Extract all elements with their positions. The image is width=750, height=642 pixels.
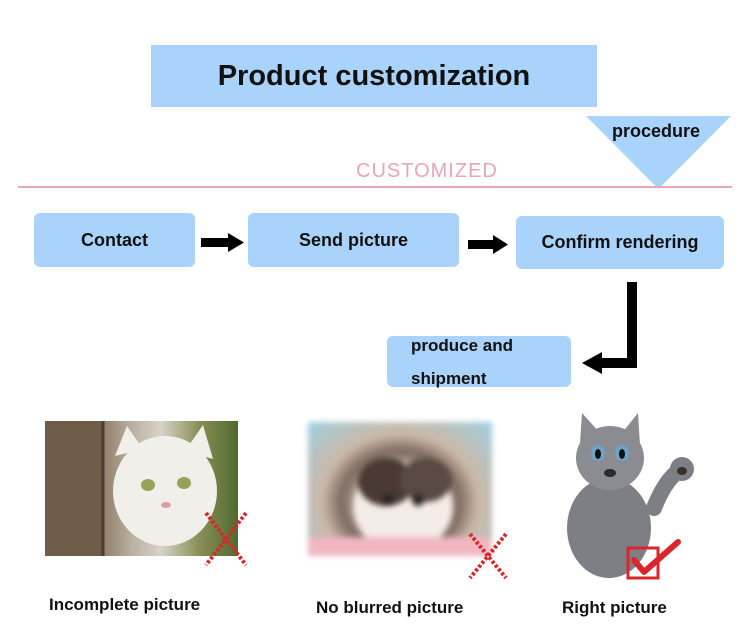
red-cross-icon [468, 532, 508, 580]
caption-incomplete: Incomplete picture [49, 595, 201, 614]
arrow-right-icon [468, 235, 508, 254]
step-produce-line2: shipment [411, 368, 487, 388]
cat-image-icon [308, 458, 492, 556]
red-checkbox-icon [626, 539, 681, 580]
caption-right: Right picture [562, 598, 667, 617]
cat-image-icon [45, 421, 217, 556]
arrow-down-left-icon [582, 282, 637, 374]
caption-blurred: No blurred picture [316, 598, 464, 617]
section-label: CUSTOMIZED [356, 160, 498, 182]
step-send-picture: Send picture [248, 213, 459, 267]
red-cross-icon [204, 511, 248, 567]
step-contact: Contact [34, 213, 195, 267]
page-title: Product customization [217, 59, 531, 92]
blurred-cat-photo [308, 422, 492, 556]
step-produce-line1: produce and [411, 335, 514, 355]
arrow-right-icon [201, 233, 244, 252]
incomplete-cat-photo [45, 421, 238, 556]
section-divider [18, 186, 732, 188]
step-confirm-rendering: Confirm rendering [516, 216, 724, 269]
step-produce-shipment: produce and shipment [387, 336, 571, 388]
procedure-label: procedure [612, 121, 701, 141]
right-cat-photo [564, 413, 700, 581]
title-banner: Product customization [151, 45, 597, 107]
cat-image-icon [567, 413, 694, 578]
